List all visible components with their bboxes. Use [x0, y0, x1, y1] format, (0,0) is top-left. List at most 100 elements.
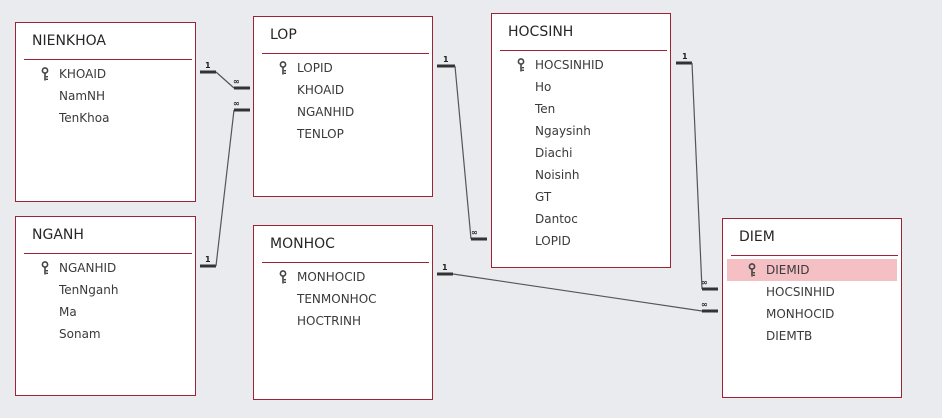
table-nienkhoa[interactable]: NIENKHOA KHOAID NamNH TenKhoa — [15, 22, 196, 202]
key-icon — [279, 61, 287, 75]
key-icon — [279, 270, 287, 284]
field-row-primary-key[interactable]: NGANHID — [16, 257, 195, 279]
field-name: Ten — [535, 102, 556, 116]
relationship-monhoc-diem[interactable]: 1 ∞ — [437, 263, 718, 313]
field-list: LOPID KHOAID NGANHID TENLOP — [254, 57, 432, 145]
divider — [500, 50, 667, 51]
field-row[interactable]: Ma — [16, 301, 195, 323]
field-row[interactable]: HOCTRINH — [254, 310, 432, 332]
many-label: ∞ — [701, 300, 708, 309]
field-name: TenNganh — [59, 283, 119, 297]
field-row[interactable]: TenNganh — [16, 279, 195, 301]
field-name: Ngaysinh — [535, 124, 591, 138]
field-list: MONHOCID TENMONHOC HOCTRINH — [254, 266, 432, 332]
relationship-lop-hocsinh[interactable]: 1 ∞ — [437, 55, 487, 241]
field-row[interactable]: Ho — [492, 76, 670, 98]
divider — [262, 262, 429, 263]
field-row[interactable]: NamNH — [16, 85, 195, 107]
table-title[interactable]: NGANH — [32, 227, 84, 243]
field-row[interactable]: TENLOP — [254, 123, 432, 145]
table-nganh[interactable]: NGANH NGANHID TenNganh Ma Sonam — [15, 216, 196, 396]
field-name: TENLOP — [297, 127, 344, 141]
field-row[interactable]: HOCSINHID — [723, 281, 901, 303]
field-row[interactable]: Ngaysinh — [492, 120, 670, 142]
field-name: Noisinh — [535, 168, 580, 182]
field-name: Diachi — [535, 146, 573, 160]
field-row[interactable]: Dantoc — [492, 208, 670, 230]
many-label: ∞ — [701, 278, 708, 287]
field-row[interactable]: TenKhoa — [16, 107, 195, 129]
field-name: Dantoc — [535, 212, 578, 226]
field-list: DIEMID HOCSINHID MONHOCID DIEMTB — [723, 259, 901, 347]
many-label: ∞ — [233, 99, 240, 108]
field-name: MONHOCID — [297, 270, 366, 284]
table-title[interactable]: NIENKHOA — [32, 33, 106, 49]
field-row-primary-key[interactable]: HOCSINHID — [492, 54, 670, 76]
table-title[interactable]: LOP — [270, 27, 297, 43]
one-label: 1 — [682, 52, 688, 61]
many-label: ∞ — [471, 228, 478, 237]
one-label: 1 — [443, 55, 449, 64]
field-row[interactable]: Ten — [492, 98, 670, 120]
field-list: KHOAID NamNH TenKhoa — [16, 63, 195, 129]
field-list: HOCSINHID Ho Ten Ngaysinh Diachi Noisinh… — [492, 54, 670, 252]
field-row-primary-key[interactable]: KHOAID — [16, 63, 195, 85]
relationship-nienkhoa-lop[interactable]: 1 ∞ — [200, 61, 250, 90]
field-name: HOCSINHID — [535, 58, 604, 72]
relationship-hocsinh-diem[interactable]: 1 ∞ — [676, 52, 718, 291]
field-name: KHOAID — [59, 67, 107, 81]
table-title[interactable]: DIEM — [739, 229, 775, 245]
table-diem[interactable]: DIEM DIEMID HOCSINHID MONHOCID DIEMTB — [722, 218, 902, 398]
field-name: LOPID — [535, 234, 571, 248]
field-row[interactable]: LOPID — [492, 230, 670, 252]
field-row[interactable]: DIEMTB — [723, 325, 901, 347]
key-icon — [748, 263, 756, 277]
field-row[interactable]: MONHOCID — [723, 303, 901, 325]
field-name: TENMONHOC — [297, 292, 377, 306]
one-label: 1 — [205, 61, 211, 70]
divider — [24, 253, 192, 254]
key-icon — [517, 58, 525, 72]
field-name: NGANHID — [297, 105, 355, 119]
table-title[interactable]: HOCSINH — [508, 24, 574, 40]
field-row-primary-key[interactable]: LOPID — [254, 57, 432, 79]
field-name: HOCTRINH — [297, 314, 362, 328]
field-name: Ma — [59, 305, 77, 319]
field-name: NGANHID — [59, 261, 117, 275]
relationship-nganh-lop[interactable]: 1 ∞ — [200, 99, 250, 268]
key-icon — [41, 67, 49, 81]
field-name: Ho — [535, 80, 552, 94]
field-row[interactable]: NGANHID — [254, 101, 432, 123]
field-row[interactable]: Noisinh — [492, 164, 670, 186]
table-hocsinh[interactable]: HOCSINH HOCSINHID Ho Ten Ngaysinh Diachi… — [491, 13, 671, 268]
table-lop[interactable]: LOP LOPID KHOAID NGANHID TENLOP — [253, 16, 433, 197]
many-label: ∞ — [233, 77, 240, 86]
field-name: HOCSINHID — [766, 285, 835, 299]
field-name: TenKhoa — [59, 111, 110, 125]
field-name: KHOAID — [297, 83, 345, 97]
field-row[interactable]: KHOAID — [254, 79, 432, 101]
field-row[interactable]: GT — [492, 186, 670, 208]
divider — [262, 53, 429, 54]
divider — [24, 59, 192, 60]
one-label: 1 — [442, 263, 448, 272]
table-monhoc[interactable]: MONHOC MONHOCID TENMONHOC HOCTRINH — [253, 225, 433, 400]
field-list: NGANHID TenNganh Ma Sonam — [16, 257, 195, 345]
field-name: LOPID — [297, 61, 333, 75]
divider — [731, 255, 898, 256]
table-title[interactable]: MONHOC — [270, 236, 335, 252]
field-name: NamNH — [59, 89, 106, 103]
field-name: GT — [535, 190, 552, 204]
one-label: 1 — [205, 255, 211, 264]
field-name: DIEMTB — [766, 329, 813, 343]
field-name: DIEMID — [766, 263, 810, 277]
key-icon — [41, 261, 49, 275]
field-row[interactable]: TENMONHOC — [254, 288, 432, 310]
field-row[interactable]: Sonam — [16, 323, 195, 345]
field-name: Sonam — [59, 327, 101, 341]
field-row-primary-key-selected[interactable]: DIEMID — [727, 259, 897, 281]
field-row[interactable]: Diachi — [492, 142, 670, 164]
field-name: MONHOCID — [766, 307, 835, 321]
field-row-primary-key[interactable]: MONHOCID — [254, 266, 432, 288]
